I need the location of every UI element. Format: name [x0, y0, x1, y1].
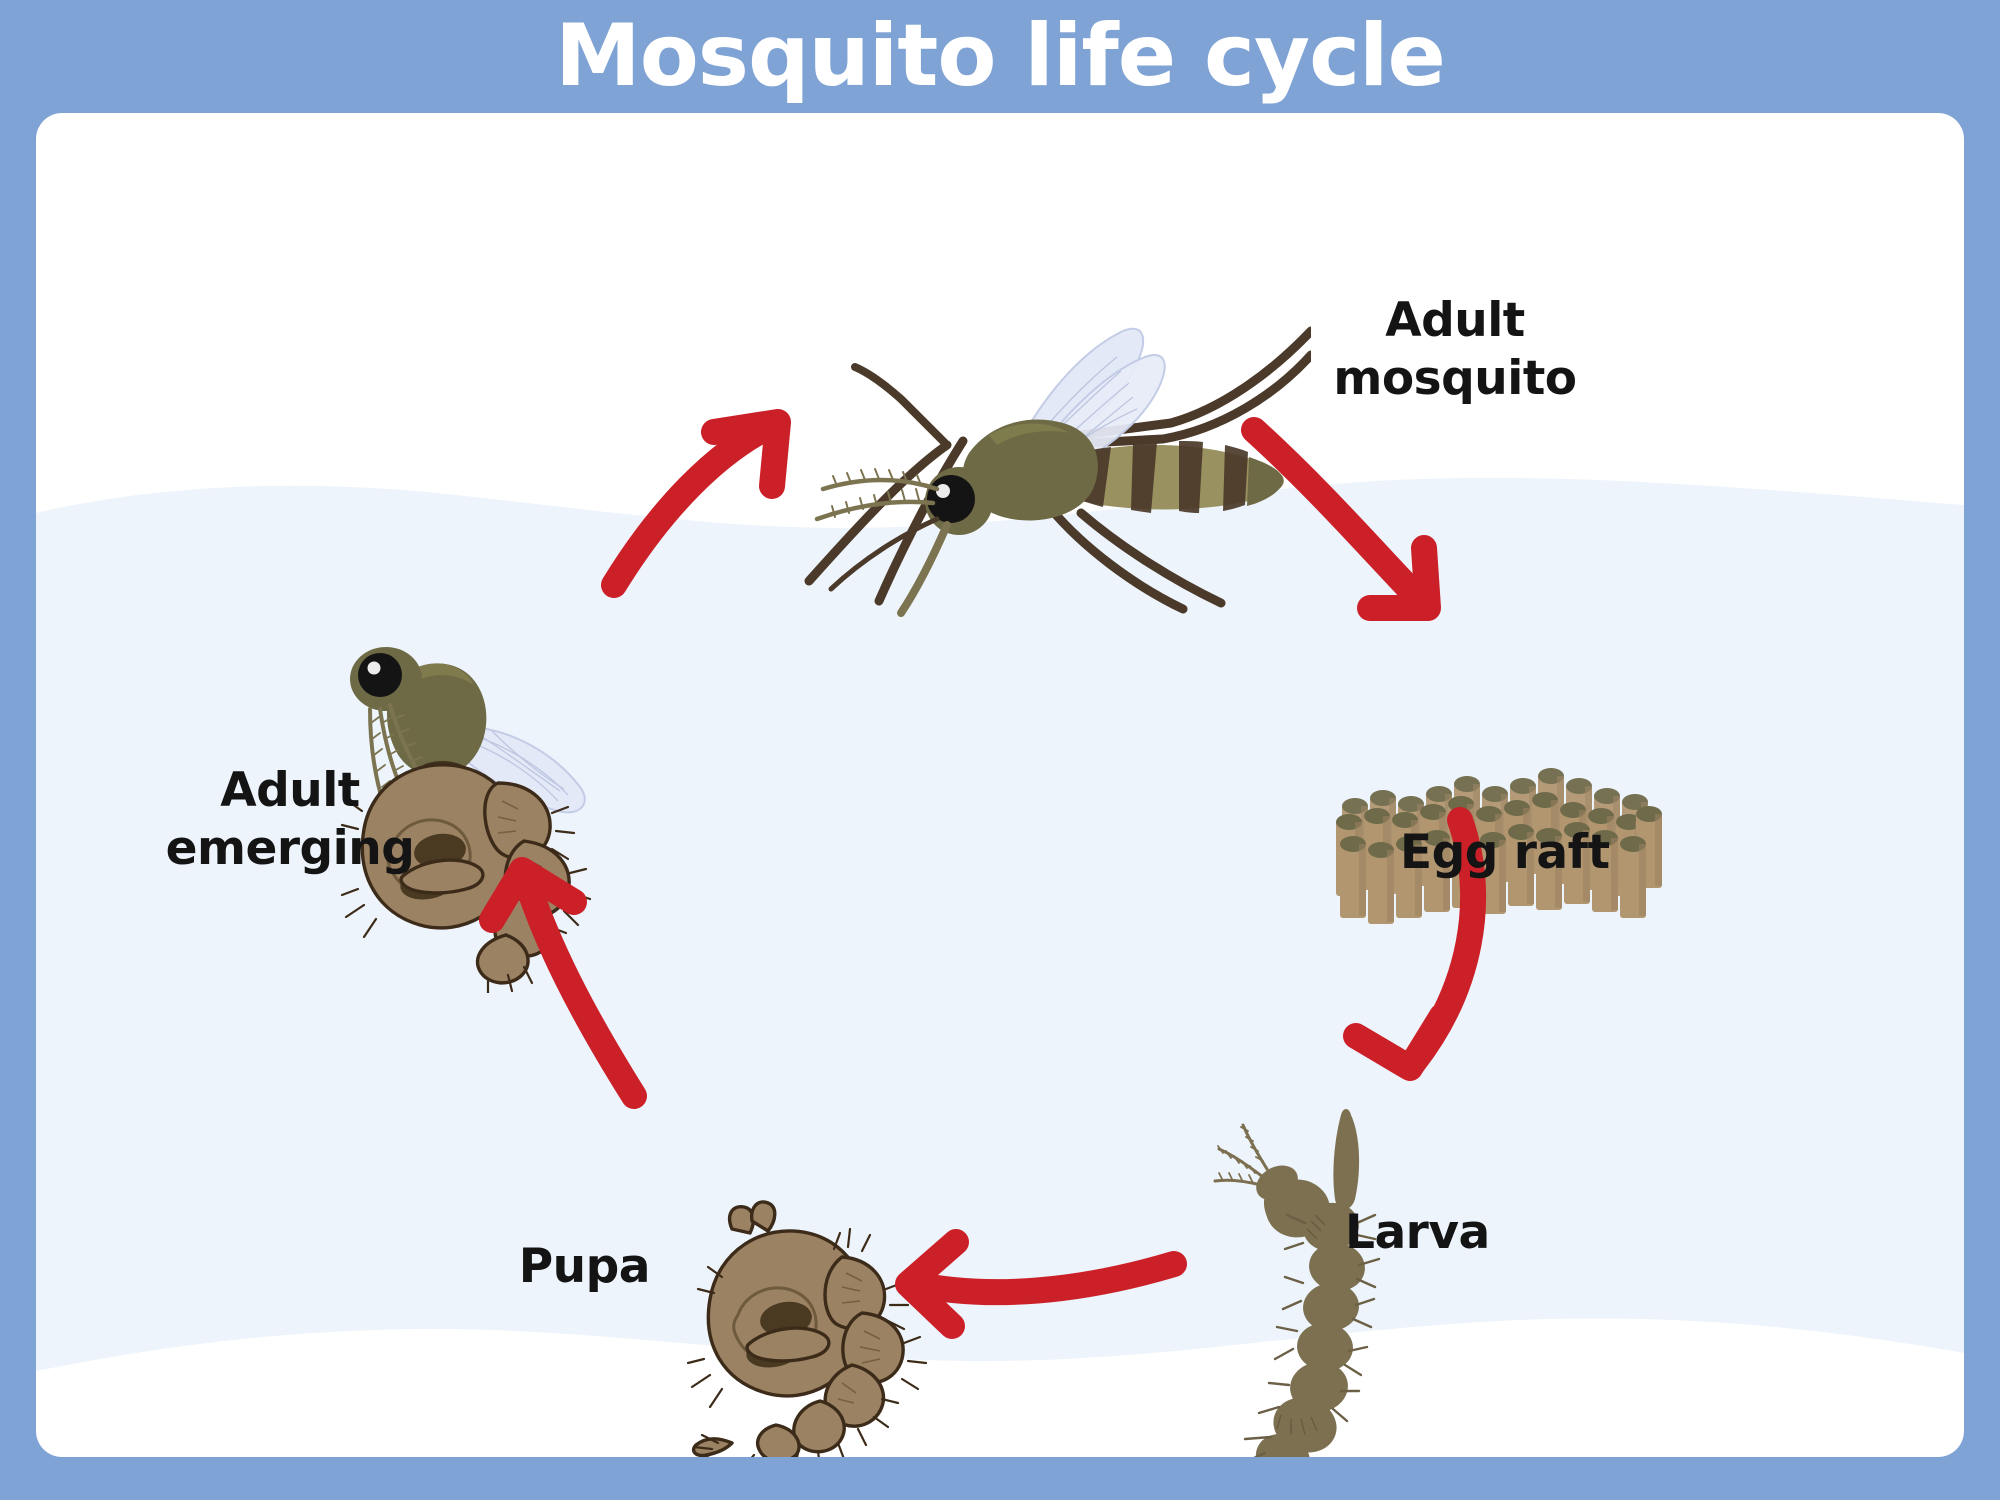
page-title: Mosquito life cycle — [555, 6, 1446, 106]
label-larva: Larva — [1345, 1205, 1490, 1260]
label-adult-mosquito: Adult mosquito — [1333, 293, 1577, 406]
label-egg-raft: Egg raft — [1400, 825, 1610, 880]
pupa-illustration — [666, 1193, 956, 1457]
diagram-card — [36, 113, 1964, 1457]
label-adult-emerging: Adult emerging — [165, 763, 415, 876]
larva-illustration — [1211, 1103, 1411, 1457]
adult-mosquito-illustration — [751, 313, 1316, 623]
water-body — [36, 477, 1964, 1371]
label-pupa: Pupa — [518, 1239, 651, 1294]
